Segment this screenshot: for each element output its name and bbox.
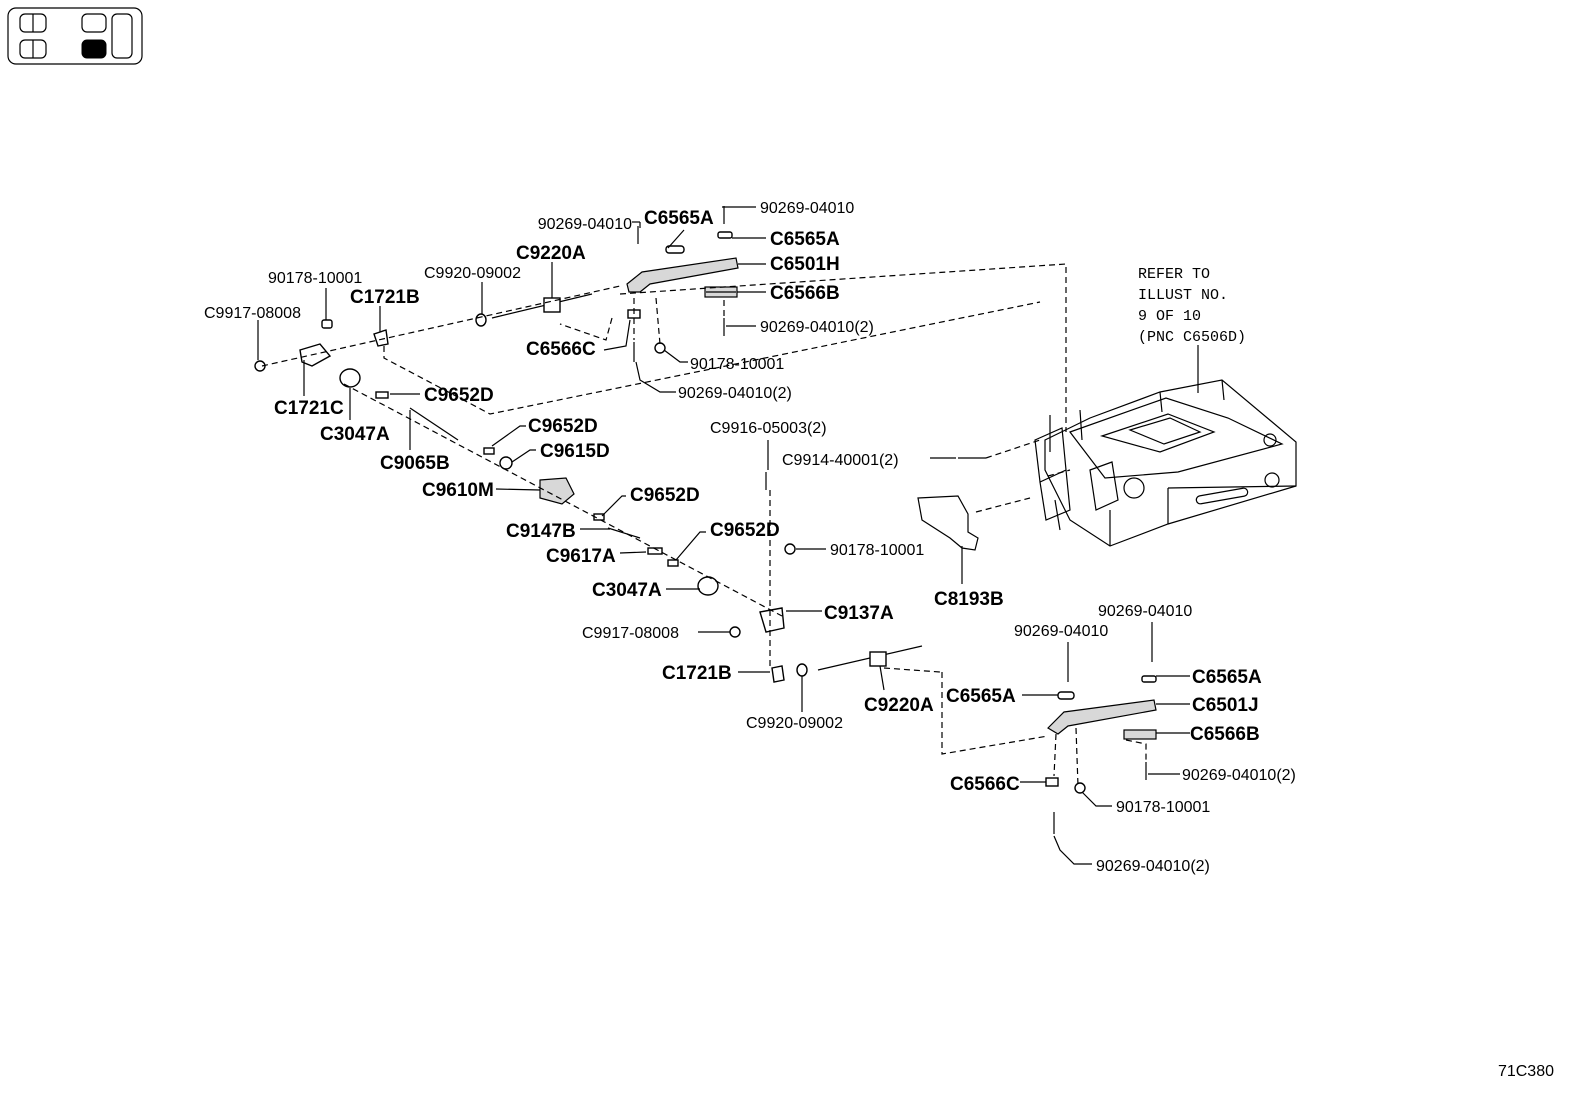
callout-label: C1721B xyxy=(350,287,420,308)
callout-label: 90178-10001 xyxy=(830,542,924,559)
small-hardware-parts xyxy=(254,206,1153,834)
callout-label: C1721C xyxy=(274,398,344,419)
callout-label: 90269-04010(2) xyxy=(1182,767,1296,784)
callout-label: C9220A xyxy=(516,243,586,264)
illustration-code: 71C380 xyxy=(1498,1063,1554,1080)
assembly-guide-lines xyxy=(261,263,1147,787)
callout-label: C6566B xyxy=(770,283,840,304)
callout-label: C9917-08008 xyxy=(582,625,679,642)
callout-label: C9652D xyxy=(710,520,780,541)
refer-note-line: ILLUST NO. xyxy=(1138,287,1228,304)
callout-label: C3047A xyxy=(592,580,662,601)
seat-cover-panel xyxy=(917,495,979,551)
lower-rail-bracket-C6501J xyxy=(1045,675,1157,794)
callout-label: C9652D xyxy=(424,385,494,406)
callout-label: C9917-08008 xyxy=(204,305,301,322)
refer-note-line: 9 OF 10 xyxy=(1138,308,1201,325)
callout-label: 90269-04010 xyxy=(1098,603,1192,620)
callout-label: C6565A xyxy=(1192,667,1262,688)
callout-label: 90178-10001 xyxy=(268,270,362,287)
callout-label: C8193B xyxy=(934,589,1004,610)
callout-label: 90269-04010(2) xyxy=(678,385,792,402)
callout-label: 90269-04010 xyxy=(760,200,854,217)
callout-label: C6565A xyxy=(946,686,1016,707)
callout-label: C9137A xyxy=(824,603,894,624)
callout-label: C9652D xyxy=(630,485,700,506)
callout-label: 90178-10001 xyxy=(690,356,784,373)
callout-label: 90269-04010(2) xyxy=(1096,858,1210,875)
callout-label: C9920-09002 xyxy=(746,715,843,732)
callout-label: C9916-05003(2) xyxy=(710,420,827,437)
callout-label: C9065B xyxy=(380,453,450,474)
seat-frame-assembly-drawing xyxy=(1034,345,1297,547)
callout-label: C9652D xyxy=(528,416,598,437)
callout-label: C6565A xyxy=(770,229,840,250)
callout-label: 90269-04010 xyxy=(538,216,632,233)
leader-lines xyxy=(257,206,1190,865)
callout-label: C3047A xyxy=(320,424,390,445)
refer-note-line: REFER TO xyxy=(1138,266,1210,283)
callout-label: C1721B xyxy=(662,663,732,684)
callout-label: C6501J xyxy=(1192,695,1259,716)
callout-label: C9220A xyxy=(864,695,934,716)
callout-label: C9914-40001(2) xyxy=(782,452,899,469)
callout-label: C9610M xyxy=(422,480,494,501)
callout-label: C6566C xyxy=(950,774,1020,795)
refer-note-line: (PNC C6506D) xyxy=(1138,329,1246,346)
callout-label: C9615D xyxy=(540,441,610,462)
callout-label: C6565A xyxy=(644,208,714,229)
callout-label: C6501H xyxy=(770,254,840,275)
callout-label: 90178-10001 xyxy=(1116,799,1210,816)
callout-label: 90269-04010(2) xyxy=(760,319,874,336)
callout-label: C9147B xyxy=(506,521,576,542)
callout-label: C6566B xyxy=(1190,724,1260,745)
callout-label: C6566C xyxy=(526,339,596,360)
callout-label: C9617A xyxy=(546,546,616,567)
refer-to-illustration-note: REFER TO ILLUST NO. 9 OF 10 (PNC C6506D) xyxy=(1138,266,1246,346)
seat-position-selector-icon xyxy=(7,7,143,65)
callout-label: C9920-09002 xyxy=(424,265,521,282)
callout-label: 90269-04010 xyxy=(1014,623,1108,640)
